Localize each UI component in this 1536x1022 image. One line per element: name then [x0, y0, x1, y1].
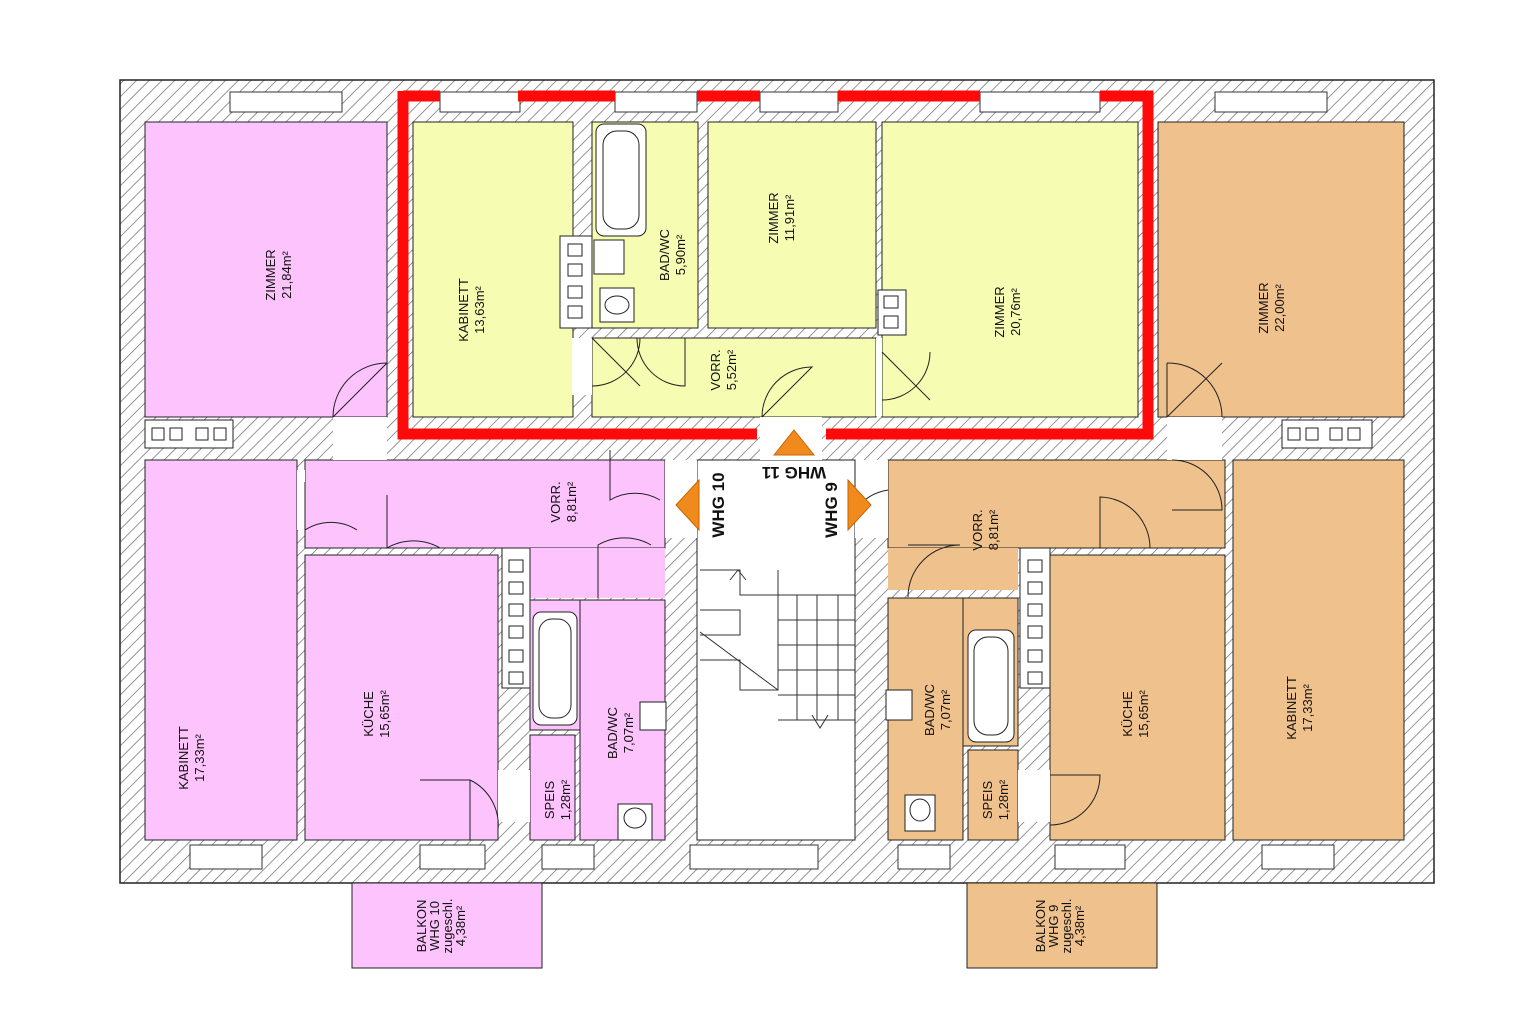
washbasin-icon: [639, 701, 667, 731]
label-whg10: WHG 10: [709, 472, 728, 537]
label-name: BAD/WC: [657, 229, 672, 281]
label-name: BALKON: [414, 900, 429, 953]
label-whg11: WHG 11: [762, 463, 826, 482]
label-area: 8,81m²: [986, 509, 1001, 550]
label-area: 21,84m²: [279, 250, 294, 298]
label-area: 20,76m²: [1008, 287, 1023, 335]
label-area: 7,07m²: [938, 689, 953, 730]
label-name: VORR.: [970, 509, 985, 550]
room-vorr-881-left: [304, 459, 666, 549]
room-speis-128-left: [529, 734, 576, 841]
label-name: ZIMMER: [766, 192, 781, 243]
whg-labels: WHG 11 WHG 10 WHG 9: [709, 463, 841, 538]
room-vorr-881-right: [887, 459, 1226, 549]
washbasin-icon: [593, 239, 625, 275]
label-area: 4,38m²: [1072, 905, 1087, 946]
window-openings: [189, 91, 1335, 870]
label-name: BAD/WC: [605, 707, 620, 759]
room-vorr-881-right-lower: [888, 548, 1018, 590]
chimneys: [144, 235, 1373, 689]
label-note: zugeschl.: [440, 899, 455, 954]
label-area: 1,28m²: [558, 779, 573, 820]
balcony-whg9: [966, 882, 1158, 969]
label-name: ZIMMER: [263, 249, 278, 300]
label-name: KABINETT: [1284, 676, 1299, 740]
door-swings: [304, 337, 1223, 840]
staircase: [696, 459, 856, 841]
label-unit: WHG 10: [427, 901, 442, 951]
room-zimmer-2200: [1157, 121, 1405, 418]
label-name: VORR.: [548, 481, 563, 522]
label-name: KABINETT: [456, 278, 471, 342]
room-vorr-552: [591, 337, 877, 418]
label-name: ZIMMER: [1256, 282, 1271, 333]
label-name: KÜCHE: [361, 691, 376, 737]
label-area: 5,90m²: [673, 234, 688, 275]
label-name: SPEIS: [542, 781, 557, 820]
room-kueche-1565-right: [1049, 554, 1226, 841]
label-name: VORR.: [708, 349, 723, 390]
room-zimmer-2184: [144, 121, 388, 418]
room-zimmer-1191: [707, 121, 877, 329]
label-area: 8,81m²: [564, 481, 579, 522]
label-area: 1,28m²: [996, 779, 1011, 820]
fixtures: [532, 123, 1015, 841]
room-kabinett-1733-right: [1232, 459, 1405, 841]
label-name: SPEIS: [980, 781, 995, 820]
label-area: 15,65m²: [377, 689, 392, 737]
stairs: [699, 569, 855, 729]
label-name: ZIMMER: [992, 286, 1007, 337]
entrance-arrows: [675, 429, 872, 532]
whg11-highlight: [397, 90, 1154, 440]
label-name: KABINETT: [176, 726, 191, 790]
label-area: 4,38m²: [453, 905, 468, 946]
room-labels: ZIMMER 21,84m² KABINETT 13,63m² BAD/WC 5…: [176, 192, 1315, 953]
balcony-whg10: [351, 882, 543, 969]
label-area: 5,52m²: [724, 349, 739, 390]
rooms: [144, 121, 1405, 969]
washbasin-icon: [885, 689, 913, 721]
label-area: 17,33m²: [192, 733, 207, 781]
room-speis-128-right: [967, 749, 1019, 841]
label-name: KÜCHE: [1120, 691, 1135, 737]
label-area: 13,63m²: [472, 285, 487, 333]
arrow-whg11-icon: [772, 429, 816, 456]
label-area: 11,91m²: [782, 194, 797, 241]
label-name: BAD/WC: [922, 684, 937, 736]
label-note: zugeschl.: [1059, 899, 1074, 954]
label-area: 7,07m²: [621, 712, 636, 753]
room-zimmer-2076: [881, 121, 1139, 418]
label-name: BALKON: [1033, 900, 1048, 953]
label-whg9: WHG 9: [822, 482, 841, 538]
label-area: 17,33m²: [1300, 683, 1315, 731]
room-kabinett-1363: [412, 121, 574, 418]
label-area: 15,65m²: [1136, 689, 1151, 737]
arrow-whg10-icon: [675, 478, 700, 532]
label-area: 22,00m²: [1272, 283, 1287, 331]
room-kueche-1565-left: [304, 554, 499, 841]
arrow-whg9-icon: [847, 478, 872, 532]
label-unit: WHG 9: [1046, 905, 1061, 948]
room-kabinett-1733-left: [144, 459, 298, 841]
